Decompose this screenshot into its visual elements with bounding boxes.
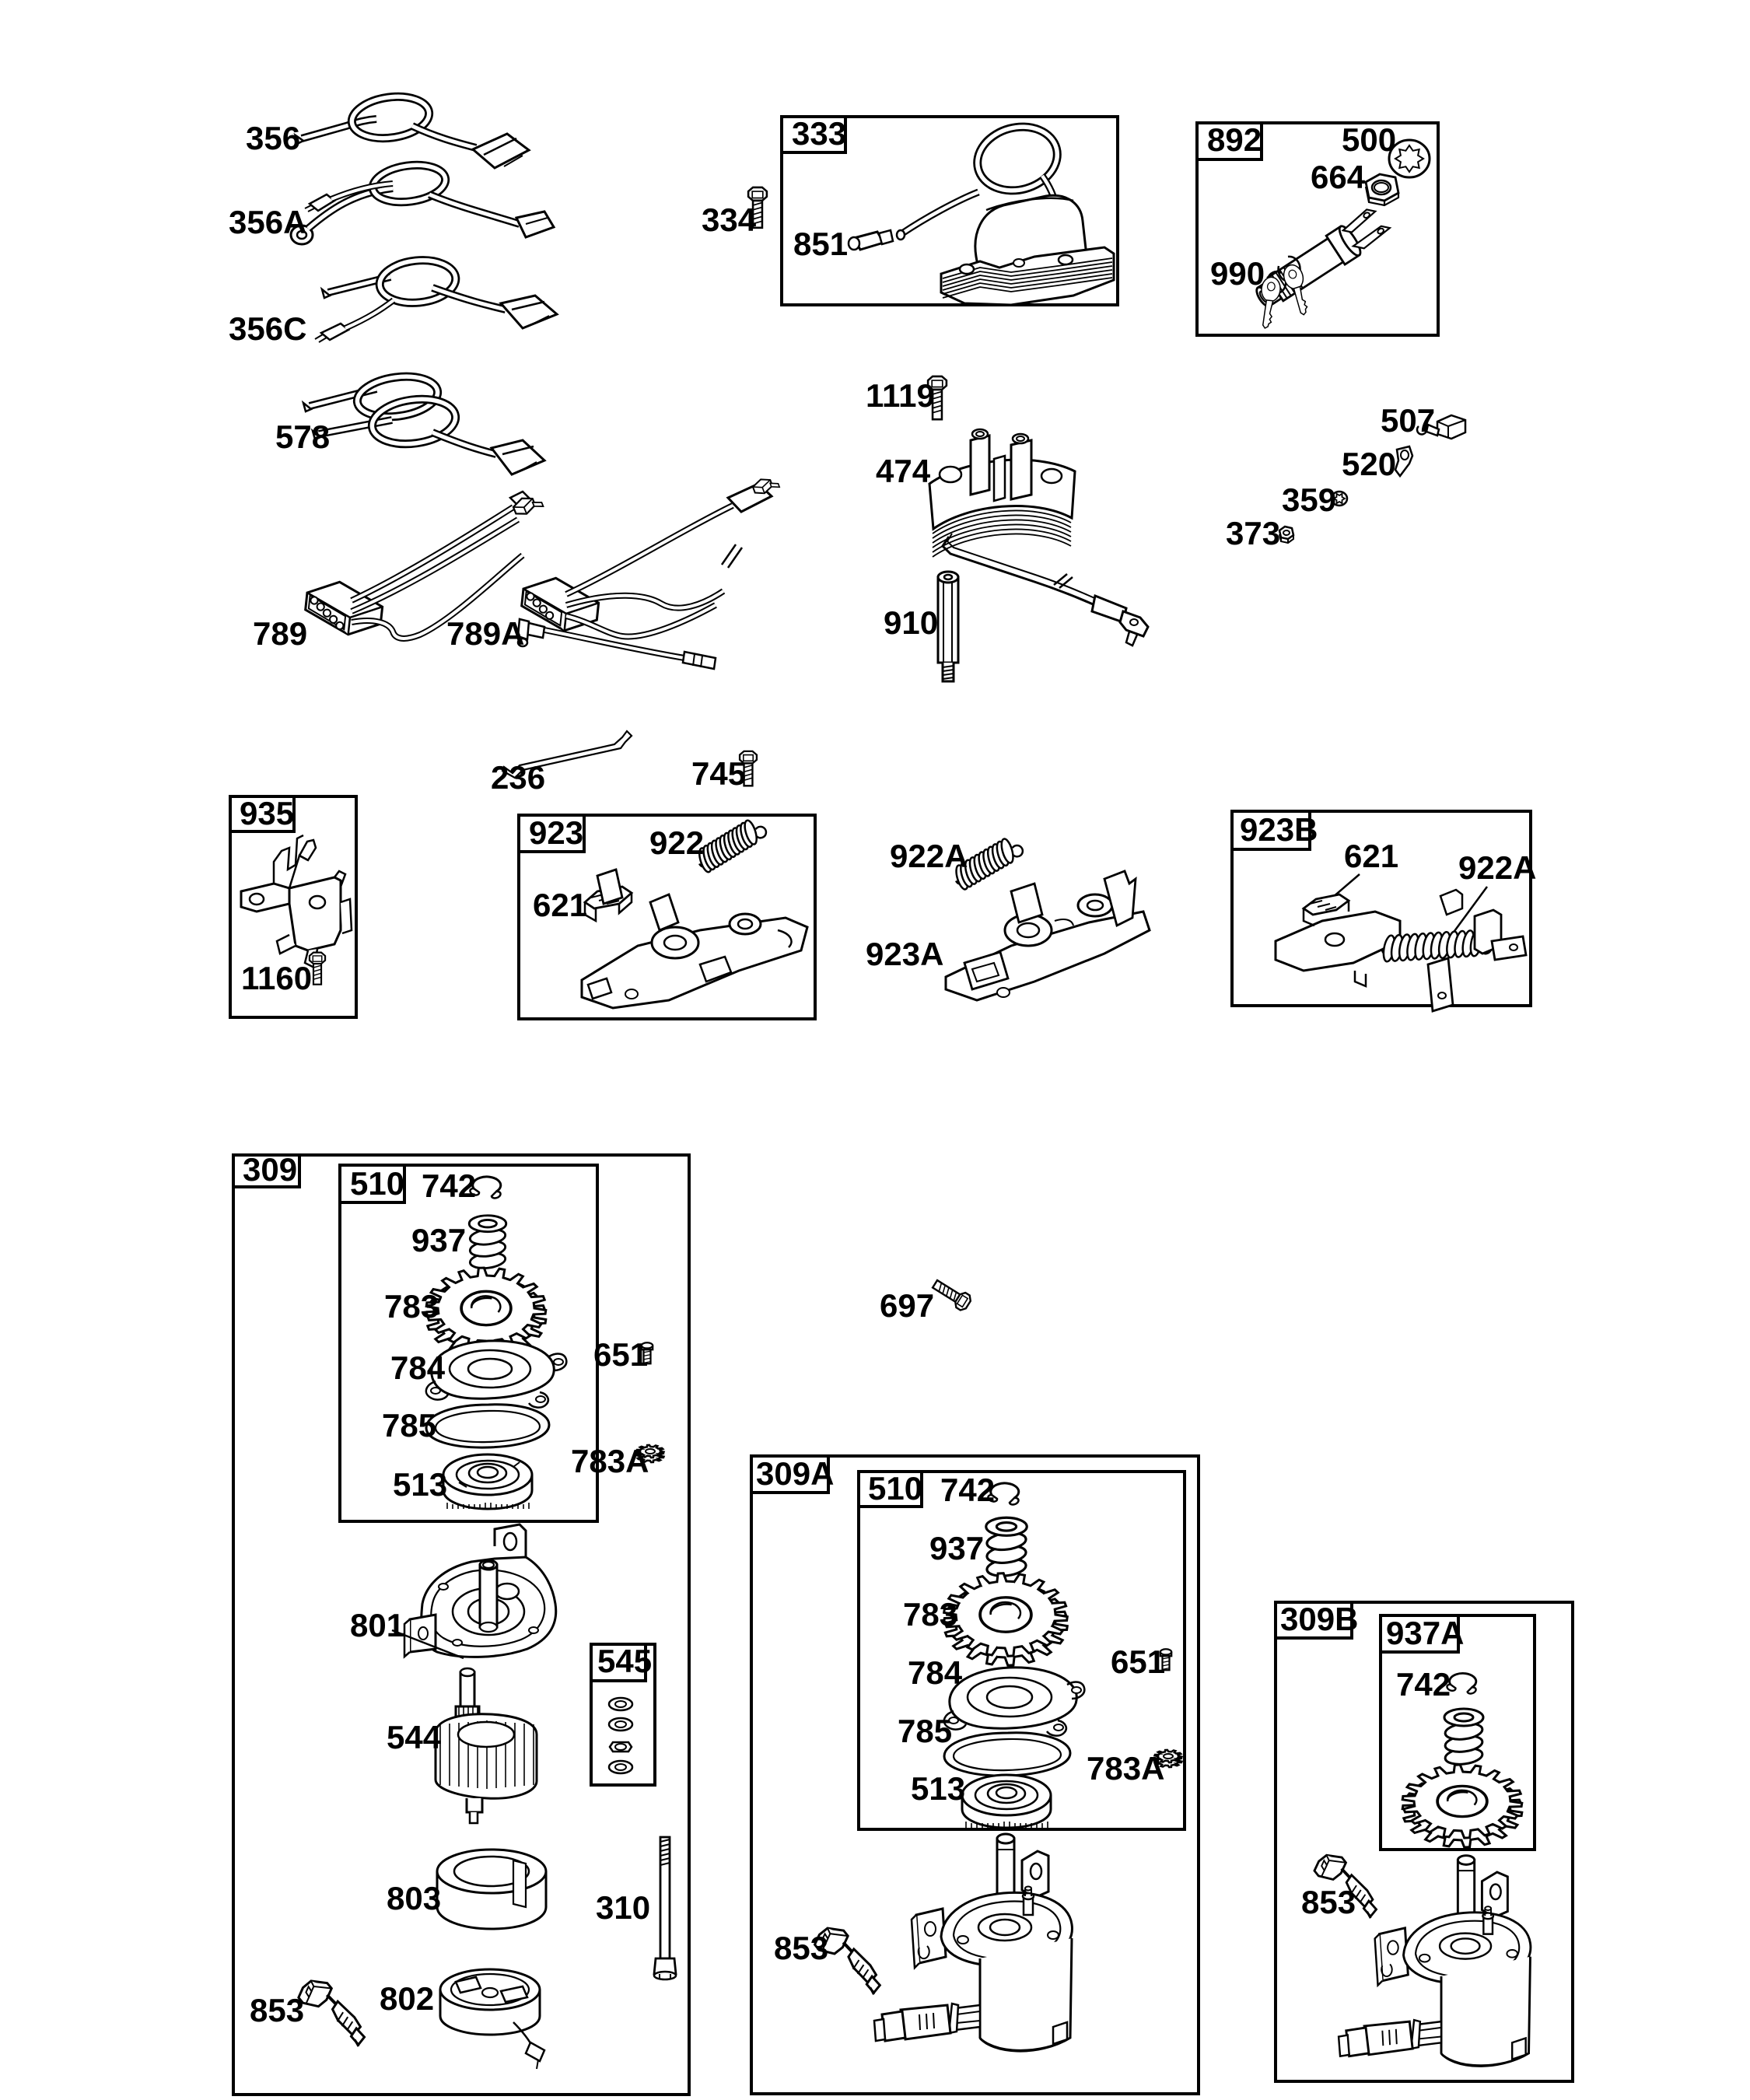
svg-text:1160: 1160 <box>241 960 312 996</box>
svg-text:309A: 309A <box>756 1455 834 1492</box>
svg-text:545: 545 <box>597 1643 652 1679</box>
svg-text:621: 621 <box>533 887 587 923</box>
svg-text:1119: 1119 <box>866 377 935 414</box>
svg-text:513: 513 <box>911 1770 965 1807</box>
svg-text:937: 937 <box>929 1530 984 1566</box>
svg-text:923B: 923B <box>1240 811 1318 848</box>
svg-text:937: 937 <box>411 1222 466 1258</box>
svg-text:474: 474 <box>876 453 931 489</box>
svg-text:784: 784 <box>390 1349 446 1386</box>
svg-text:621: 621 <box>1344 838 1398 874</box>
svg-text:513: 513 <box>393 1466 447 1503</box>
svg-text:742: 742 <box>422 1167 476 1204</box>
svg-text:309B: 309B <box>1280 1601 1358 1637</box>
svg-text:783: 783 <box>384 1288 439 1325</box>
svg-text:742: 742 <box>1396 1666 1451 1703</box>
svg-text:333: 333 <box>792 115 846 152</box>
svg-text:853: 853 <box>1301 1884 1356 1920</box>
svg-text:359: 359 <box>1282 481 1336 518</box>
svg-text:310: 310 <box>596 1889 650 1926</box>
svg-text:789: 789 <box>253 615 307 652</box>
svg-text:664: 664 <box>1311 159 1366 195</box>
svg-text:990: 990 <box>1210 255 1265 292</box>
svg-text:851: 851 <box>793 226 848 262</box>
svg-text:783A: 783A <box>571 1443 649 1479</box>
svg-text:937A: 937A <box>1386 1615 1464 1651</box>
svg-text:334: 334 <box>702 201 757 238</box>
svg-text:892: 892 <box>1207 121 1262 158</box>
svg-text:510: 510 <box>868 1470 922 1507</box>
svg-text:578: 578 <box>275 418 330 455</box>
svg-text:520: 520 <box>1342 446 1396 482</box>
svg-text:500: 500 <box>1342 121 1396 158</box>
svg-text:853: 853 <box>774 1930 828 1966</box>
svg-text:356C: 356C <box>229 310 306 347</box>
svg-text:910: 910 <box>884 604 938 641</box>
svg-text:507: 507 <box>1381 402 1435 439</box>
svg-text:651: 651 <box>1111 1643 1165 1680</box>
svg-text:923: 923 <box>529 814 583 851</box>
svg-text:935: 935 <box>240 795 294 831</box>
svg-text:922A: 922A <box>890 838 968 874</box>
svg-text:510: 510 <box>350 1165 404 1202</box>
svg-text:236: 236 <box>491 759 545 796</box>
svg-text:651: 651 <box>593 1336 648 1373</box>
svg-text:784: 784 <box>908 1654 963 1691</box>
svg-text:789A: 789A <box>446 615 524 652</box>
svg-text:783A: 783A <box>1087 1750 1164 1787</box>
svg-text:785: 785 <box>382 1407 436 1444</box>
svg-text:803: 803 <box>387 1880 441 1916</box>
svg-text:801: 801 <box>350 1607 404 1643</box>
svg-text:742: 742 <box>940 1472 995 1508</box>
svg-text:923A: 923A <box>866 936 943 972</box>
svg-text:356A: 356A <box>229 204 306 240</box>
svg-text:922: 922 <box>649 824 704 861</box>
svg-text:356: 356 <box>246 120 300 156</box>
svg-text:697: 697 <box>880 1287 934 1324</box>
svg-text:853: 853 <box>250 1992 304 2028</box>
svg-text:745: 745 <box>691 755 746 792</box>
svg-text:373: 373 <box>1226 515 1280 551</box>
svg-text:922A: 922A <box>1458 849 1536 886</box>
svg-text:783: 783 <box>903 1596 957 1633</box>
svg-text:802: 802 <box>380 1980 434 2017</box>
svg-text:544: 544 <box>387 1719 442 1755</box>
svg-text:785: 785 <box>898 1713 952 1749</box>
svg-text:309: 309 <box>243 1151 297 1188</box>
